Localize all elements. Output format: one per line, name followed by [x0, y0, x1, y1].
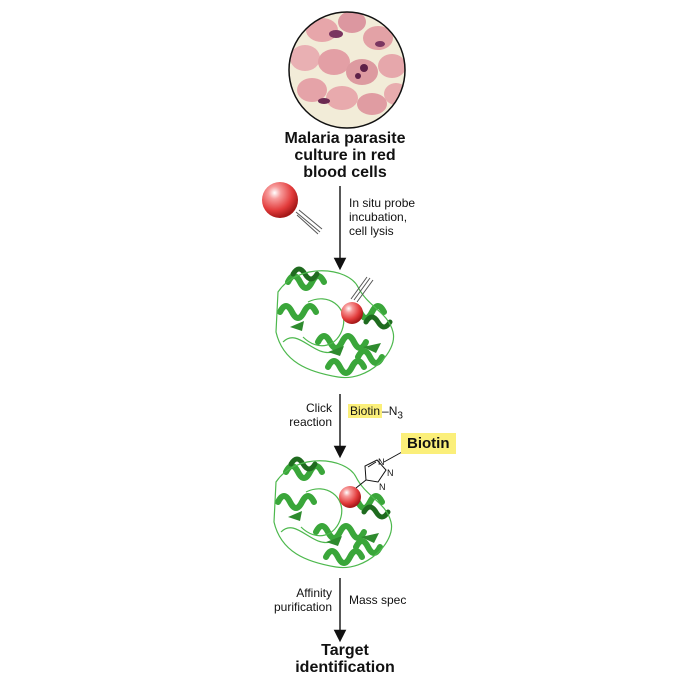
biotin-reagent-name: Biotin — [348, 404, 383, 418]
target-title-line-1: Target — [321, 642, 369, 659]
biotin-tag-label: Biotin — [401, 433, 456, 454]
click-reaction-line-2: reaction — [289, 415, 332, 429]
probe-with-alkyne — [262, 182, 323, 235]
bound-probe-sphere — [341, 302, 363, 324]
probe-incubation-line-2: incubation, — [349, 210, 408, 224]
probe-incubation-line-3: cell lysis — [349, 224, 394, 238]
click-reaction-label: Click reaction — [260, 401, 332, 429]
triazole-icon — [355, 451, 403, 489]
biotin-azide-label: Biotin–N3 — [348, 404, 458, 423]
culture-title: Malaria parasite culture in red blood ce… — [250, 130, 440, 181]
alkyne-tail-icon — [295, 211, 321, 233]
protein-icon — [275, 266, 395, 379]
alkyne-on-protein-icon — [350, 276, 374, 303]
azide-suffix: –N — [382, 404, 398, 418]
probe-incubation-label: In situ probe incubation, cell lysis — [349, 196, 469, 238]
triazole-atom-1: N — [378, 457, 385, 467]
affinity-purification-label: Affinity purification — [230, 586, 332, 614]
mass-spec-label: Mass spec — [349, 593, 407, 607]
triazole-atom-2: N — [387, 468, 394, 478]
biotin-tag: Biotin — [401, 433, 456, 454]
azide-subscript: 3 — [397, 410, 403, 422]
affinity-line-1: Affinity — [296, 586, 332, 600]
protein-biotinylated-icon — [273, 456, 393, 569]
bound-probe-sphere-2 — [339, 486, 361, 508]
click-reaction-line-1: Click — [306, 401, 332, 415]
culture-title-line-3: blood cells — [303, 164, 387, 181]
affinity-line-2: purification — [273, 600, 332, 614]
triazole-atom-3: N — [379, 482, 386, 492]
target-title-line-2: identification — [295, 659, 395, 676]
target-title: Target identification — [250, 642, 440, 676]
probe-sphere-icon — [262, 182, 298, 218]
blood-smear-icon — [288, 11, 406, 129]
culture-title-line-1: Malaria parasite — [284, 130, 406, 147]
culture-title-line-2: culture in red — [294, 147, 396, 164]
probe-incubation-line-1: In situ probe — [349, 196, 416, 210]
